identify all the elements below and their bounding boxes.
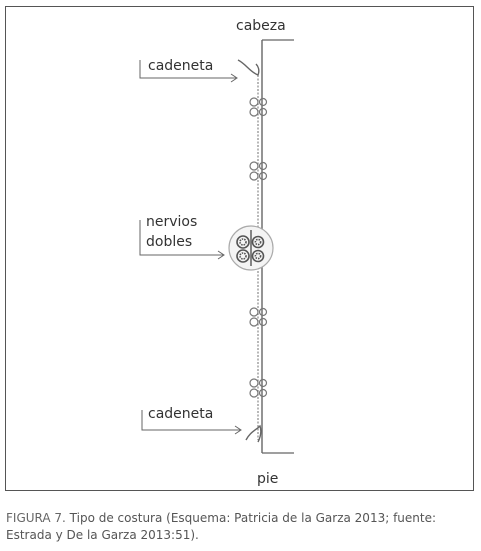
caption-text: Tipo de costura (Esquema: Patricia de la… [6,511,437,542]
label-tail: pie [257,471,278,487]
figure-number: FIGURA 7. [6,511,66,525]
leader-chain-bottom [141,410,242,435]
double-cord-5 [249,378,268,398]
figure-caption: FIGURA 7. Tipo de costura (Esquema: Patr… [6,510,476,544]
label-cords-line2: dobles [146,234,192,250]
double-cord-4 [249,307,268,327]
leader-chain-top [139,60,238,83]
kettle-stitch-bottom [245,424,262,443]
label-cords-line1: nervios [146,214,197,230]
label-head: cabeza [236,18,286,34]
double-cord-1 [249,97,268,117]
sewing-diagram: cabeza pie cadeneta nervios dobles caden… [139,18,294,487]
double-cord-2 [249,161,268,181]
label-kettle-top: cadeneta [148,58,213,74]
label-kettle-bottom: cadeneta [148,406,213,422]
kettle-stitch-top [237,59,260,76]
leader-cords [139,220,225,260]
double-cord-magnified [228,225,274,271]
diagram-frame [5,6,474,491]
